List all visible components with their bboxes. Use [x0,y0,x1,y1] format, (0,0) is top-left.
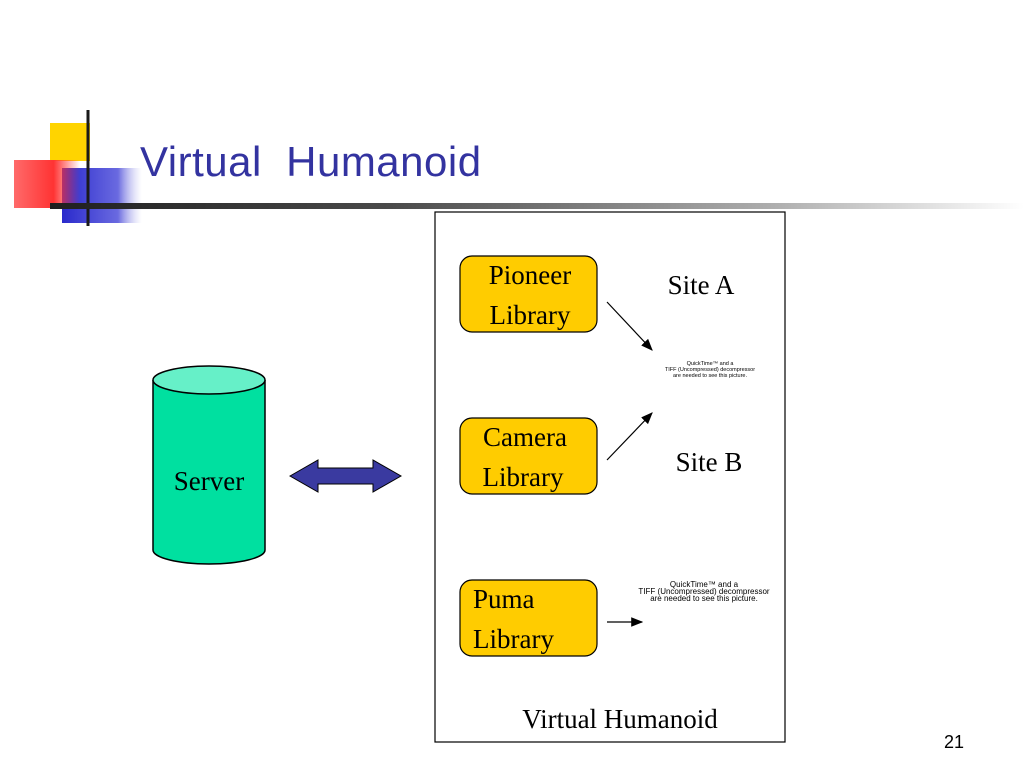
pioneer-library-box: Pioneer Library [459,255,598,333]
quicktime-placeholder-1: QuickTime™ and a TIFF (Uncompressed) dec… [665,361,755,379]
arrow-camera-to-siteb [606,412,653,461]
title-underline [50,203,1024,209]
logo-red-square [14,160,80,208]
qt2-line3: are needed to see this picture. [650,594,758,603]
puma-library-line2: Library [473,624,554,654]
site-a-label: Site A [668,270,735,300]
qt2-line2: TIFF (Uncompressed) decompressor [638,587,769,596]
server-label: Server [174,466,244,496]
bidirectional-arrow [288,459,403,493]
camera-library-box: Camera Library [459,417,598,495]
logo-yellow-square [50,123,90,161]
server-cylinder: Server [152,365,266,565]
qt1-line3: are needed to see this picture. [673,373,747,379]
camera-library-line2: Library [483,462,564,492]
slide-title: Virtual Humanoid [140,138,482,185]
arrow-pioneer-to-sitea [606,301,653,351]
qt1-line2: TIFF (Uncompressed) decompressor [665,367,755,373]
quicktime-placeholder-2: QuickTime™ and a TIFF (Uncompressed) dec… [638,580,769,603]
page-number: 21 [943,732,964,752]
slide-logo [14,110,142,226]
qt2-line1: QuickTime™ and a [670,580,739,589]
puma-library-line1: Puma [473,584,535,614]
pioneer-library-line2: Library [490,300,571,330]
pioneer-library-line1: Pioneer [489,260,571,290]
site-b-label: Site B [676,447,743,477]
qt1-line1: QuickTime™ and a [687,361,735,367]
puma-library-box: Puma Library [459,579,598,657]
container-caption: Virtual Humanoid [522,704,718,734]
camera-library-line1: Camera [483,422,567,452]
